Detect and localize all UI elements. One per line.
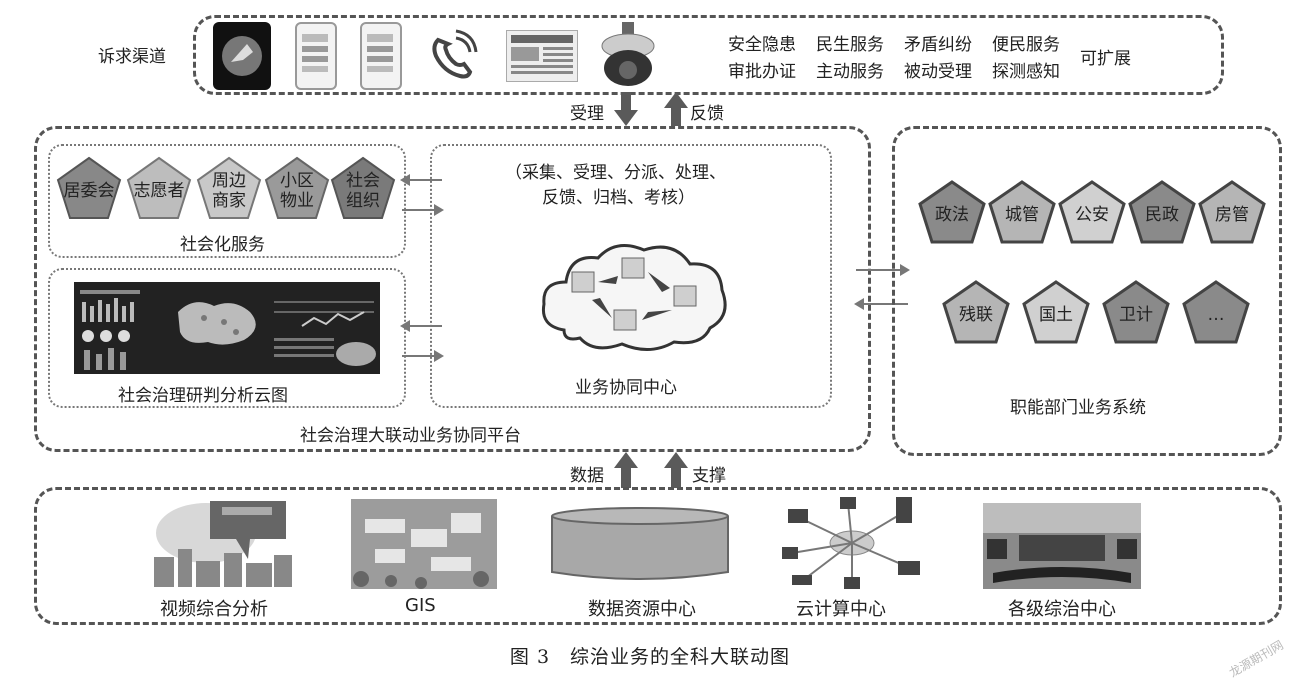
- pentagon-label: 居委会: [63, 181, 115, 201]
- video-analysis-image: [150, 497, 296, 589]
- social-services-box: [48, 144, 406, 258]
- department-label: 残联: [959, 305, 993, 325]
- service-extensible: 可扩展: [1080, 48, 1131, 69]
- pentagon-label: 社会 组织: [346, 171, 380, 211]
- department-label: 城管: [1005, 205, 1039, 225]
- service-item: 探测感知: [992, 62, 1060, 82]
- department-label: …: [1207, 305, 1225, 325]
- request-channels-box: [193, 15, 1224, 95]
- social-services-title: 社会化服务: [180, 235, 265, 255]
- pentagon-merchants: 周边 商家: [196, 156, 262, 220]
- department-label: 卫计: [1119, 305, 1153, 325]
- request-channels-label: 诉求渠道: [98, 47, 166, 67]
- cloud-computing-network-icon: [782, 497, 920, 589]
- pentagon-residents-committee: 居委会: [56, 156, 122, 220]
- department-pentagon: 民政: [1128, 180, 1196, 244]
- analysis-title: 社会治理研判分析云图: [118, 386, 288, 406]
- camera-icon: [600, 20, 656, 88]
- department-pentagon: 卫计: [1102, 280, 1170, 344]
- pentagon-label: 志愿者: [133, 181, 185, 201]
- bottom-label-cloud: 云计算中心: [796, 599, 886, 620]
- department-label: 政法: [935, 205, 969, 225]
- analysis-dashboard-image: [74, 282, 380, 374]
- pentagon-property: 小区 物业: [264, 156, 330, 220]
- analysis-box: [48, 268, 406, 408]
- cloud-workflow-icon: [541, 244, 727, 351]
- figure-caption: 图 3 综治业务的全科大联动图: [509, 646, 791, 668]
- departments-title: 职能部门业务系统: [1010, 398, 1146, 418]
- bottom-label-gis: GIS: [405, 595, 436, 616]
- pentagon-label: 周边 商家: [212, 171, 246, 211]
- pentagon-volunteers: 志愿者: [126, 156, 192, 220]
- weibo-app-icon: [213, 22, 271, 90]
- accept-label: 受理: [570, 104, 604, 124]
- workflow-steps-line2: 反馈、归档、考核）: [542, 188, 695, 208]
- department-pentagon: 国土: [1022, 280, 1090, 344]
- department-label: 国土: [1039, 305, 1073, 325]
- departments-box: [892, 126, 1282, 456]
- data-up-arrow: [614, 452, 638, 488]
- collaboration-center-box: [430, 144, 832, 408]
- pentagon-social-org: 社会 组织: [330, 156, 396, 220]
- phone-app-icon-2: [360, 22, 402, 90]
- command-center-image: [983, 503, 1141, 589]
- telephone-icon: [428, 28, 478, 82]
- exchange-arrows-analysis: [400, 320, 444, 362]
- bottom-label-video: 视频综合分析: [160, 599, 268, 620]
- exchange-arrows-social: [400, 174, 444, 216]
- pentagon-label: 小区 物业: [280, 171, 314, 211]
- platform-box: [34, 126, 871, 452]
- department-pentagon: 房管: [1198, 180, 1266, 244]
- infrastructure-box: [34, 487, 1282, 625]
- collaboration-center-title: 业务协同中心: [575, 378, 677, 398]
- feedback-label: 反馈: [690, 104, 724, 124]
- department-pentagon: 残联: [942, 280, 1010, 344]
- service-item: 安全隐患: [728, 35, 796, 55]
- platform-title: 社会治理大联动业务协同平台: [300, 426, 521, 446]
- phone-app-icon: [295, 22, 337, 90]
- services-grid: 安全隐患 民生服务 矛盾纠纷 便民服务 可扩展 审批办证 主动服务 被动受理 探…: [728, 30, 1131, 82]
- exchange-arrows-departments: [854, 264, 910, 310]
- service-item: 矛盾纠纷: [904, 35, 972, 55]
- department-label: 公安: [1075, 205, 1109, 225]
- workflow-steps-line1: （采集、受理、分派、处理、: [505, 163, 726, 183]
- database-cylinder-icon: [551, 507, 729, 580]
- gis-image: [351, 499, 497, 589]
- accept-down-arrow: [614, 92, 638, 126]
- support-up-arrow: [664, 452, 688, 488]
- support-label: 支撑: [692, 466, 726, 486]
- feedback-up-arrow: [664, 92, 688, 126]
- newspaper-icon: [506, 30, 578, 82]
- service-item: 便民服务: [992, 35, 1060, 55]
- bottom-label-command: 各级综治中心: [1008, 599, 1116, 620]
- department-label: 房管: [1215, 205, 1249, 225]
- service-item: 民生服务: [816, 35, 884, 55]
- department-pentagon: 城管: [988, 180, 1056, 244]
- department-pentagon: 政法: [918, 180, 986, 244]
- department-pentagon: …: [1182, 280, 1250, 344]
- department-label: 民政: [1145, 205, 1179, 225]
- bottom-label-data-center: 数据资源中心: [588, 599, 696, 620]
- data-label: 数据: [570, 466, 604, 486]
- service-item: 审批办证: [728, 62, 796, 82]
- service-item: 主动服务: [816, 62, 884, 82]
- service-item: 被动受理: [904, 62, 972, 82]
- department-pentagon: 公安: [1058, 180, 1126, 244]
